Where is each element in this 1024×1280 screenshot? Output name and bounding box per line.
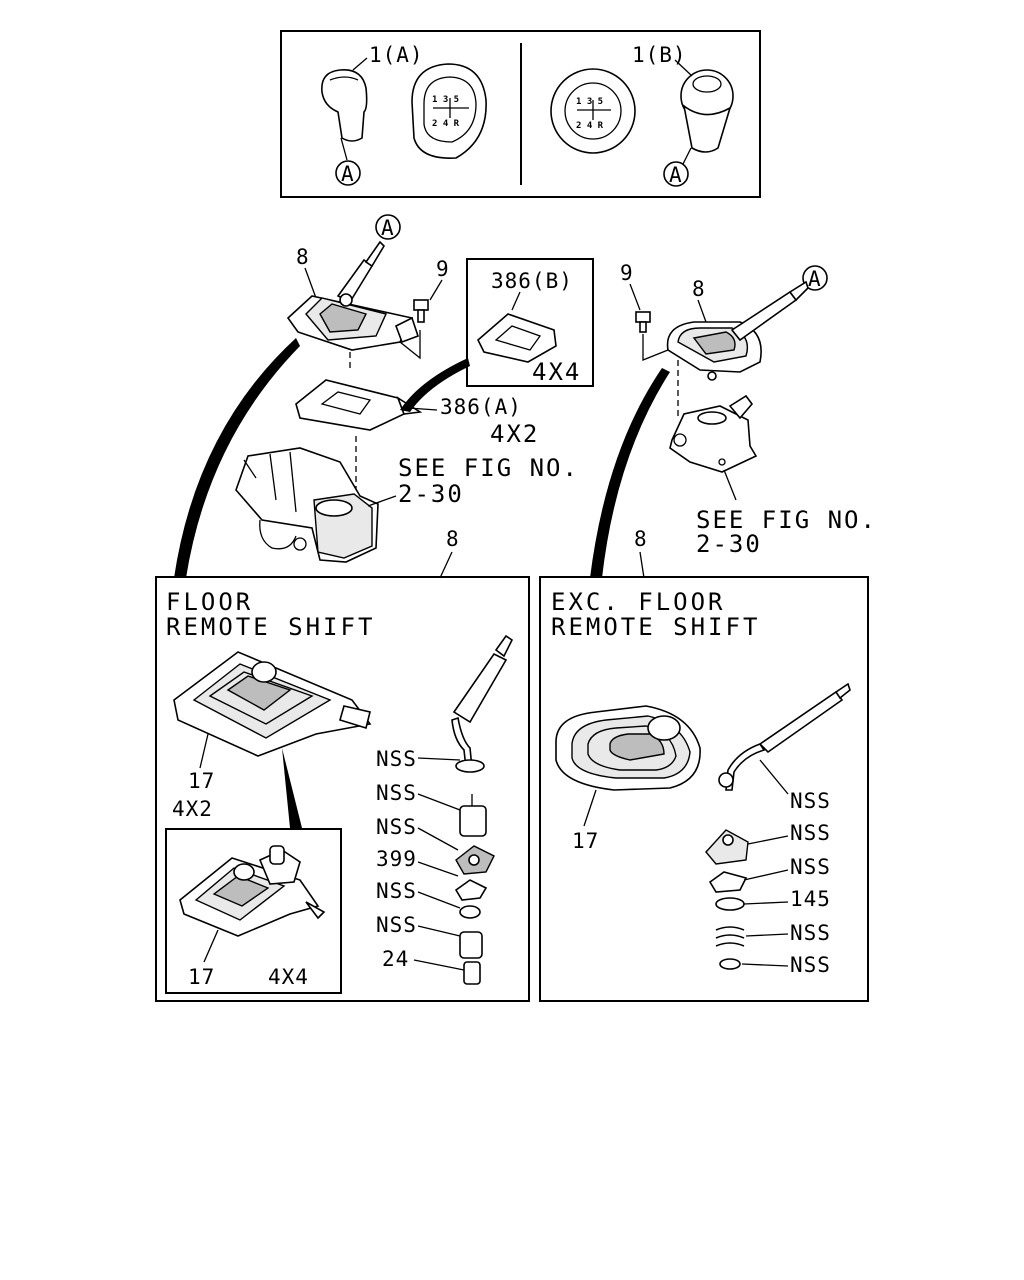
right-see-fig-line2: 2-30	[696, 530, 762, 558]
floor-panel-ref: 8	[446, 527, 460, 551]
exc-boot-17	[555, 705, 701, 791]
floor-part-stack	[454, 794, 495, 985]
pattern-bottom-b: 2 4 R	[576, 121, 604, 131]
inset-386b-variant: 4X4	[532, 358, 581, 386]
knob-panel-frame	[280, 30, 761, 198]
exc-callout-2: NSS	[790, 821, 831, 845]
knob-b-label: 1(B)	[632, 43, 687, 67]
svg-text:A: A	[341, 162, 355, 186]
right-bolt	[635, 311, 651, 333]
exc-part-stack	[705, 829, 749, 970]
left-plate-variant: 4X2	[490, 420, 539, 448]
left-panel-pointer	[174, 338, 300, 578]
left-plate-label: 386(A)	[440, 395, 522, 419]
knob-b-leader	[674, 59, 693, 77]
svg-text:A: A	[808, 267, 822, 291]
shift-knob-a	[321, 69, 368, 161]
floor-boot-variant: 4X2	[172, 797, 213, 821]
shift-pattern-plate-b: 1 3 5 2 4 R	[550, 68, 636, 154]
inset-386b-plate	[477, 313, 557, 363]
pattern-top-b: 1 3 5	[576, 97, 603, 107]
exc-callout-4: 145	[790, 887, 831, 911]
floor-panel-title-1: FLOOR	[166, 588, 253, 616]
left-inset-pointer	[400, 358, 470, 412]
pattern-top-a: 1 3 5	[432, 95, 459, 105]
floor-inset-pointer	[282, 748, 302, 828]
floor-inset-boot-label: 17	[188, 965, 215, 989]
floor-callout-7: 24	[382, 947, 409, 971]
right-panel-pointer	[590, 368, 670, 578]
left-plate-386a	[295, 379, 423, 431]
left-ref-circle: A	[375, 214, 401, 240]
knob-a-leader	[352, 57, 368, 71]
floor-inset-boot-17	[179, 845, 326, 937]
floor-inset-variant: 4X4	[268, 965, 309, 989]
exc-callout-5: NSS	[790, 921, 831, 945]
right-ref-circle: A	[802, 265, 828, 291]
floor-shift-lever	[451, 634, 514, 773]
pattern-bottom-a: 2 4 R	[432, 119, 460, 129]
floor-callout-5: NSS	[376, 879, 417, 903]
knob-panel: 1(A) A 1 3 5 2 4 R 1 3 5 2 4 R	[280, 30, 761, 198]
ref-circle-a-left: A	[335, 160, 361, 186]
svg-text:A: A	[669, 163, 683, 187]
floor-remote-panel: 8 FLOOR REMOTE SHIFT 17 4X2 17	[155, 527, 530, 1002]
floor-panel-frame	[155, 576, 530, 1002]
floor-callout-2: NSS	[376, 781, 417, 805]
svg-text:A: A	[381, 216, 395, 240]
floor-callout-6: NSS	[376, 913, 417, 937]
inset-386b-frame	[466, 258, 594, 387]
shift-pattern-plate-a: 1 3 5 2 4 R	[411, 63, 487, 159]
exc-panel-title-2: REMOTE SHIFT	[551, 613, 760, 641]
floor-callout-4: 399	[376, 847, 417, 871]
exc-callout-6: NSS	[790, 953, 831, 977]
floor-panel-title-2: REMOTE SHIFT	[166, 613, 375, 641]
left-bolt	[413, 299, 429, 323]
exc-callout-3: NSS	[790, 855, 831, 879]
left-assembly: A 8 9 386(A) 4X2	[174, 214, 594, 578]
right-boot-label: 8	[692, 277, 706, 301]
exc-callout-1: NSS	[790, 789, 831, 813]
shift-knob-b	[680, 69, 734, 165]
left-transmission	[235, 447, 379, 563]
right-shift-boot	[666, 280, 809, 381]
exc-panel-title-1: EXC. FLOOR	[551, 588, 726, 616]
ref-circle-a-right: A	[663, 161, 689, 187]
exc-panel-ref: 8	[634, 527, 648, 551]
exc-floor-panel: 8 EXC. FLOOR REMOTE SHIFT 17	[539, 527, 869, 1002]
floor-callout-1: NSS	[376, 747, 417, 771]
exc-callouts: NSS NSS NSS 145 NSS NSS	[741, 759, 831, 977]
right-bolt-label: 9	[620, 261, 634, 285]
left-see-fig-line1: SEE FIG NO.	[398, 454, 579, 482]
exc-panel-frame	[539, 576, 869, 1002]
right-transmission	[669, 394, 758, 473]
left-shift-boot	[286, 240, 420, 351]
floor-boot-label: 17	[188, 769, 215, 793]
exc-boot-label: 17	[572, 829, 599, 853]
left-bolt-label: 9	[436, 257, 450, 281]
floor-callouts: NSS NSS NSS 399 NSS NSS 24	[376, 747, 465, 971]
exc-shift-lever	[718, 682, 851, 791]
floor-callout-3: NSS	[376, 815, 417, 839]
right-see-fig-line1: SEE FIG NO.	[696, 506, 877, 534]
right-assembly: A 8 9 SEE FIG NO. 2-30	[590, 261, 877, 578]
left-boot-label: 8	[296, 245, 310, 269]
left-see-fig-line2: 2-30	[398, 480, 464, 508]
floor-boot-17	[173, 651, 372, 757]
floor-inset-frame	[165, 828, 342, 994]
knob-a-label: 1(A)	[369, 43, 424, 67]
inset-386b-label: 386(B)	[491, 269, 573, 293]
